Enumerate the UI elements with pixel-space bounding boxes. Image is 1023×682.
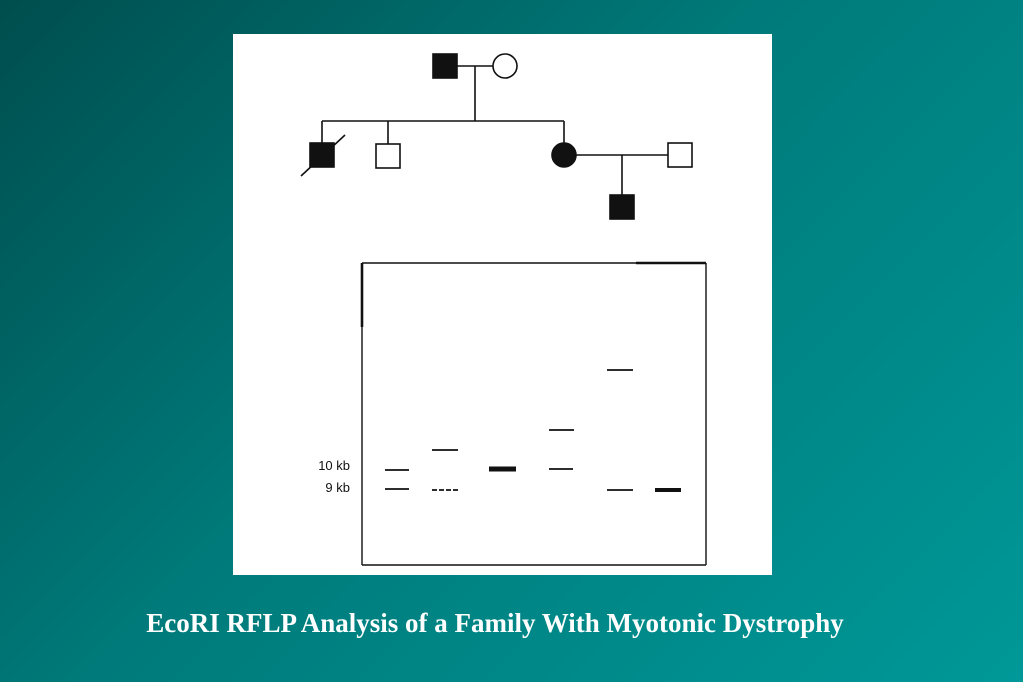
pedigree-mother-unaffected-female — [492, 53, 518, 79]
gel-bands — [385, 369, 681, 492]
pedigree-father-affected-male — [432, 53, 458, 79]
pedigree-son-unaffected-male — [375, 143, 401, 169]
gel-size-label-10kb: 10 kb — [318, 458, 350, 473]
pedigree-grandson-affected-male — [609, 194, 635, 220]
gel-frame — [360, 261, 707, 566]
gel-size-label-9kb: 9 kb — [325, 480, 350, 495]
pedigree-daughter-affected-female — [551, 142, 577, 168]
slide-caption: EcoRI RFLP Analysis of a Family With Myo… — [146, 608, 844, 638]
figure-panel: 10 kb 9 kb — [233, 34, 772, 575]
pedigree-and-gel-diagram: 10 kb 9 kb — [300, 53, 707, 566]
pedigree-spouse-unaffected-male — [667, 142, 693, 168]
pedigree — [300, 53, 693, 220]
pedigree-deceased-slash — [300, 134, 346, 177]
